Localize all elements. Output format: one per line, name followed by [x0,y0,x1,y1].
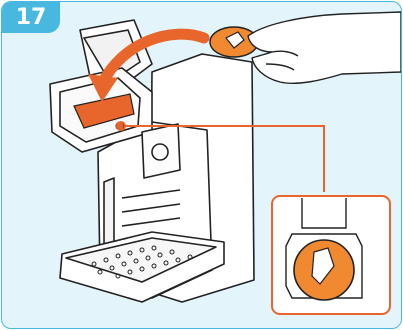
illustration [2,2,401,328]
detail-inset [272,196,390,314]
hand-icon [248,12,401,83]
coffee-machine [50,20,254,302]
